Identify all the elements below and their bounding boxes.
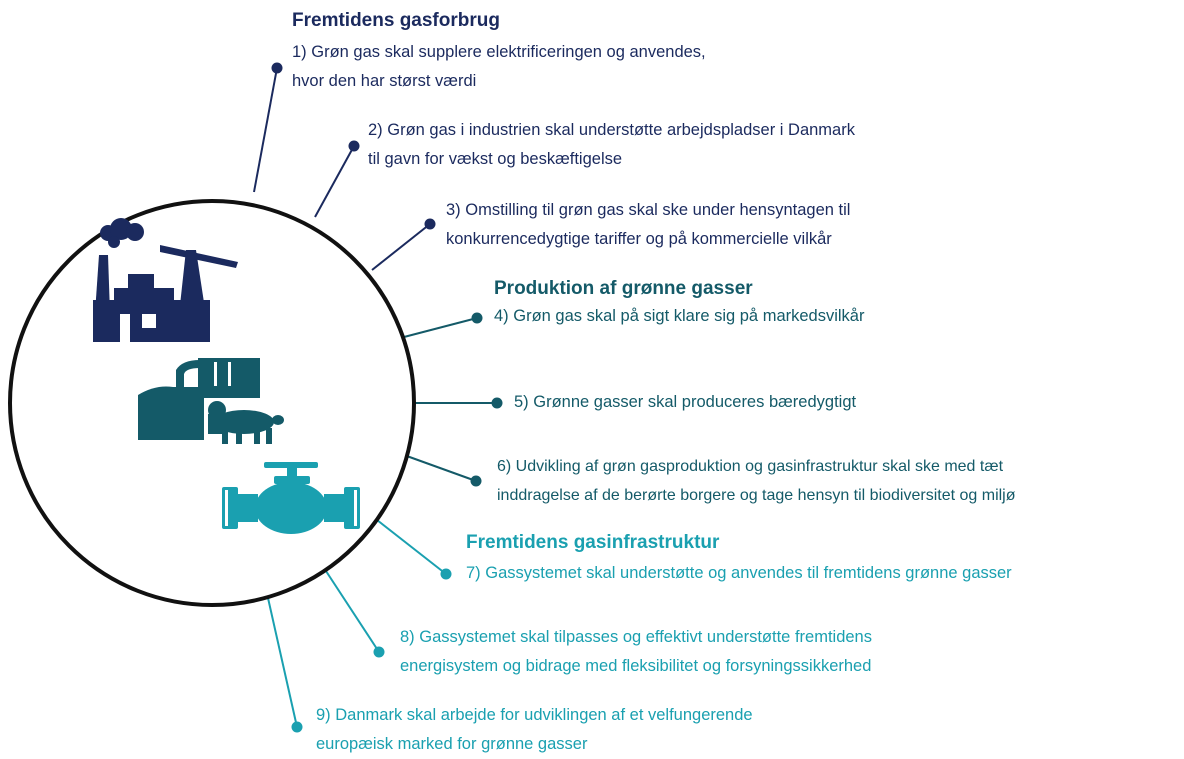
principle-1-line-1: 1) Grøn gas skal supplere elektrificerin… xyxy=(292,43,706,61)
biogas-plant-icon xyxy=(138,358,284,444)
dot-5 xyxy=(491,397,503,409)
factory-icon xyxy=(93,218,238,342)
connector-4 xyxy=(403,317,478,338)
connector-7 xyxy=(376,519,447,575)
principle-2-line-2: til gavn for vækst og beskæftigelse xyxy=(368,150,623,168)
connector-1 xyxy=(253,67,278,193)
principle-8-line-2: energisystem og bidrage med fleksibilite… xyxy=(400,657,872,675)
principle-6: 6) Udvikling af grøn gasproduktion og ga… xyxy=(497,452,1016,510)
dot-1 xyxy=(271,62,283,74)
principle-5: 5) Grønne gasser skal produceres bæredyg… xyxy=(514,388,856,417)
connector-6 xyxy=(403,454,477,482)
dot-4 xyxy=(471,312,483,324)
connectors xyxy=(253,67,497,728)
principle-9-line-2: europæisk marked for grønne gasser xyxy=(316,735,588,753)
dot-8 xyxy=(373,646,385,658)
connector-dots xyxy=(271,62,503,733)
principle-1: 1) Grøn gas skal supplere elektrificerin… xyxy=(292,38,706,96)
dot-3 xyxy=(424,218,436,230)
dot-2 xyxy=(348,140,360,152)
principle-1-line-2: hvor den har størst værdi xyxy=(292,72,477,90)
connector-2 xyxy=(314,145,355,218)
pipeline-valve-icon xyxy=(222,462,360,534)
connector-9 xyxy=(267,597,298,728)
principle-8-line-1: 8) Gassystemet skal tilpasses og effekti… xyxy=(400,628,872,646)
connector-8 xyxy=(323,567,380,653)
section-heading-produktion: Produktion af grønne gasser xyxy=(494,278,753,299)
principle-2: 2) Grøn gas i industrien skal understøtt… xyxy=(368,116,855,174)
principle-9-line-1: 9) Danmark skal arbejde for udviklingen … xyxy=(316,706,753,724)
principle-3-line-1: 3) Omstilling til grøn gas skal ske unde… xyxy=(446,201,851,219)
section-heading-gasinfrastruktur: Fremtidens gasinfrastruktur xyxy=(466,532,720,553)
principle-4: 4) Grøn gas skal på sigt klare sig på ma… xyxy=(494,302,864,331)
principle-3-line-2: konkurrencedygtige tariffer og på kommer… xyxy=(446,230,832,248)
dot-7 xyxy=(440,568,452,580)
principle-3: 3) Omstilling til grøn gas skal ske unde… xyxy=(446,196,850,254)
dot-9 xyxy=(291,721,303,733)
principle-6-line-1: 6) Udvikling af grøn gasproduktion og ga… xyxy=(497,458,1004,475)
section-heading-gasforbrug: Fremtidens gasforbrug xyxy=(292,10,500,31)
principle-7-line-1: 7) Gassystemet skal understøtte og anven… xyxy=(466,564,1012,582)
dot-6 xyxy=(470,475,482,487)
principle-8: 8) Gassystemet skal tilpasses og effekti… xyxy=(400,623,872,681)
principle-6-line-2: inddragelse af de berørte borgere og tag… xyxy=(497,487,1016,504)
principle-7: 7) Gassystemet skal understøtte og anven… xyxy=(466,559,1012,588)
principle-4-line-1: 4) Grøn gas skal på sigt klare sig på ma… xyxy=(494,307,865,325)
connector-3 xyxy=(371,223,431,271)
principle-9: 9) Danmark skal arbejde for udviklingen … xyxy=(316,701,753,759)
principle-5-line-1: 5) Grønne gasser skal produceres bæredyg… xyxy=(514,393,857,411)
principle-2-line-1: 2) Grøn gas i industrien skal understøtt… xyxy=(368,121,855,139)
